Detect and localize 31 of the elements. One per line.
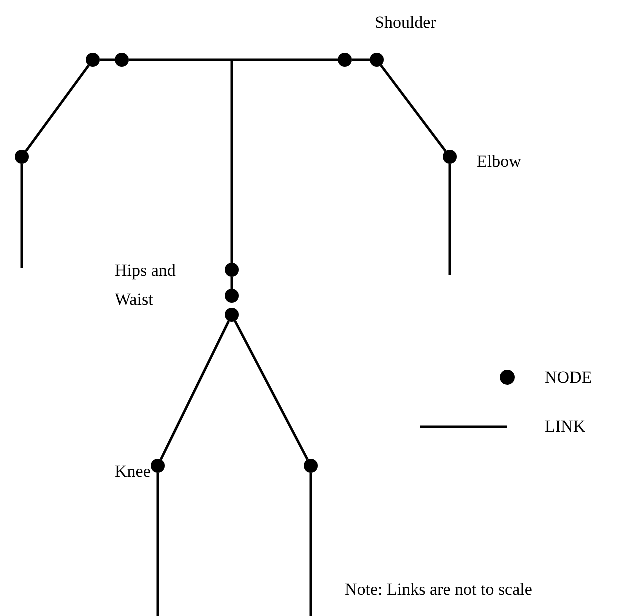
link-line [352,58,370,62]
joint-dot [225,289,239,303]
link-line [160,320,230,460]
joint-dot [338,53,352,67]
joint-dot [151,459,165,473]
link-line [448,164,452,275]
legend-label: NODE [545,367,592,389]
link-line [234,320,309,460]
link-line [380,64,447,152]
joint-dot [115,53,129,67]
joint-label: Shoulder [375,12,436,34]
legend-label: LINK [545,416,586,438]
joint-dot [15,150,29,164]
link-line [129,58,338,62]
link-line [310,473,312,616]
link-line [156,473,160,616]
joint-dot [225,308,239,322]
joint-label: Hips and Waist [115,260,177,311]
link-line [20,164,24,268]
joint-label: Knee [115,461,151,483]
link-line [230,60,234,263]
joint-dot [443,150,457,164]
note-text: Note: Links are not to scale [345,579,532,601]
joint-label: Elbow [477,151,522,173]
joint-dot [225,263,239,277]
link-line [100,58,115,62]
joint-dot [304,459,318,473]
joint-dot [86,53,100,67]
link-line [230,277,234,289]
joint-dot [370,53,384,67]
link-line [25,64,90,152]
